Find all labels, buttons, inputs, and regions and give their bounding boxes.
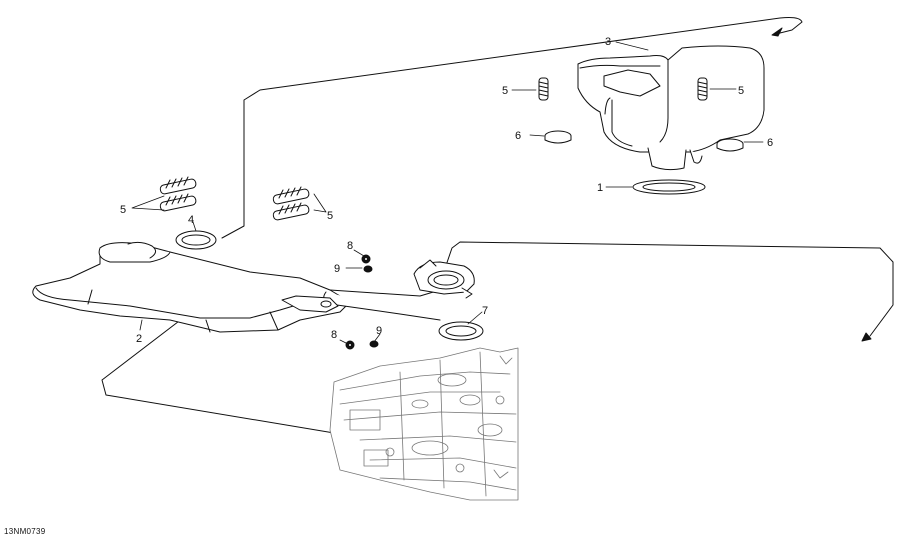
muffler xyxy=(577,45,765,171)
callout-6-right: 6 xyxy=(767,137,773,149)
washer-lower xyxy=(369,340,379,348)
callout-5-middle: 5 xyxy=(327,210,333,222)
spring-top-left xyxy=(538,77,549,101)
nut-lower xyxy=(345,340,355,350)
callout-5-left: 5 xyxy=(120,204,126,216)
callout-2: 2 xyxy=(136,333,142,345)
callout-5-top-right: 5 xyxy=(738,85,744,97)
spring-top-right xyxy=(697,77,708,101)
grommet-left xyxy=(544,130,572,144)
grommet-right xyxy=(716,138,744,152)
sealing-ring xyxy=(175,230,217,250)
callout-8-lower: 8 xyxy=(331,329,337,341)
callout-labels: 1 2 3 4 5 5 5 5 6 6 7 8 8 9 9 xyxy=(120,36,773,345)
callout-9-upper: 9 xyxy=(334,263,340,275)
callout-4: 4 xyxy=(188,214,194,226)
callout-5-top-left: 5 xyxy=(502,85,508,97)
reference-code: 13NM0739 xyxy=(4,527,46,536)
washer-upper xyxy=(363,265,373,273)
outlet-gasket xyxy=(438,321,484,341)
outlet-flange xyxy=(413,259,475,299)
engine-assembly xyxy=(329,347,519,501)
connector-line-muffler xyxy=(221,17,803,239)
pipe-clamp xyxy=(281,295,339,313)
springs-left xyxy=(159,176,197,212)
exhaust-pipe xyxy=(32,241,441,333)
callout-8-upper: 8 xyxy=(347,240,353,252)
leader-lines xyxy=(131,41,764,345)
callout-9-lower: 9 xyxy=(376,325,382,337)
gasket xyxy=(632,179,706,195)
callout-6-left: 6 xyxy=(515,130,521,142)
nut-upper xyxy=(361,254,371,264)
springs-middle xyxy=(272,186,310,221)
callout-7: 7 xyxy=(482,305,488,317)
callout-3: 3 xyxy=(605,36,611,48)
callout-1: 1 xyxy=(597,182,603,194)
connector-line-outlet xyxy=(439,241,894,342)
